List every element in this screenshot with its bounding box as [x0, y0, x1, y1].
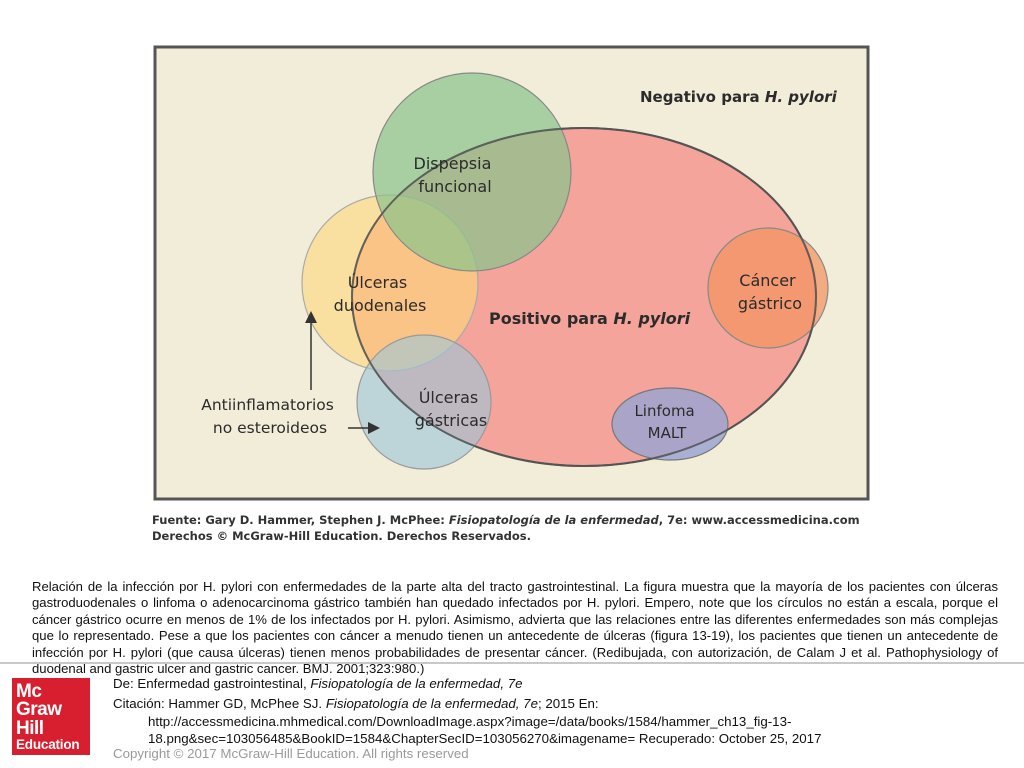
credit-rights: Derechos © McGraw-Hill Education. Derech…	[152, 529, 531, 543]
negative-label: Negativo para H. pylori	[640, 88, 838, 106]
credit-source: Fuente: Gary D. Hammer, Stephen J. McPhe…	[152, 513, 860, 527]
footer-citation: Citación: Hammer GD, McPhee SJ. Fisiopat…	[113, 696, 599, 711]
gastricas-circle	[356, 334, 492, 470]
dispepsia-circle	[372, 72, 572, 272]
footer-url-line2[interactable]: 18.png&sec=103056485&BookID=1584&Chapter…	[148, 731, 822, 746]
cancer-circle	[707, 227, 829, 349]
footer-divider	[0, 662, 1024, 664]
duodenales-label: Úlceras duodenales	[334, 273, 427, 315]
figure-caption: Relación de la infección por H. pylori c…	[32, 579, 998, 677]
venn-figure: Negativo para H. pylori Positivo para H.…	[152, 45, 870, 543]
footer-url-line1[interactable]: http://accessmedicina.mhmedical.com/Down…	[148, 714, 792, 729]
cancer-label: Cáncer gástrico	[738, 271, 802, 313]
mcgraw-hill-logo: Mc Graw Hill Education	[12, 678, 90, 755]
footer-copyright: Copyright © 2017 McGraw-Hill Education. …	[113, 746, 469, 761]
footer-source: De: Enfermedad gastrointestinal, Fisiopa…	[113, 676, 523, 691]
figure-credit: Fuente: Gary D. Hammer, Stephen J. McPhe…	[152, 502, 870, 543]
linfoma-ellipse	[611, 387, 729, 461]
linfoma-label: Linfoma MALT	[634, 402, 699, 442]
positive-label: Positivo para H. pylori	[489, 309, 691, 328]
dispepsia-label: Dispepsia funcional	[414, 154, 497, 196]
antiinflamatorios-label: Antiinflamatorios no esteroideos	[201, 396, 339, 437]
positive-outline	[351, 127, 817, 467]
gastricas-label: Úlceras gástricas	[415, 388, 488, 430]
